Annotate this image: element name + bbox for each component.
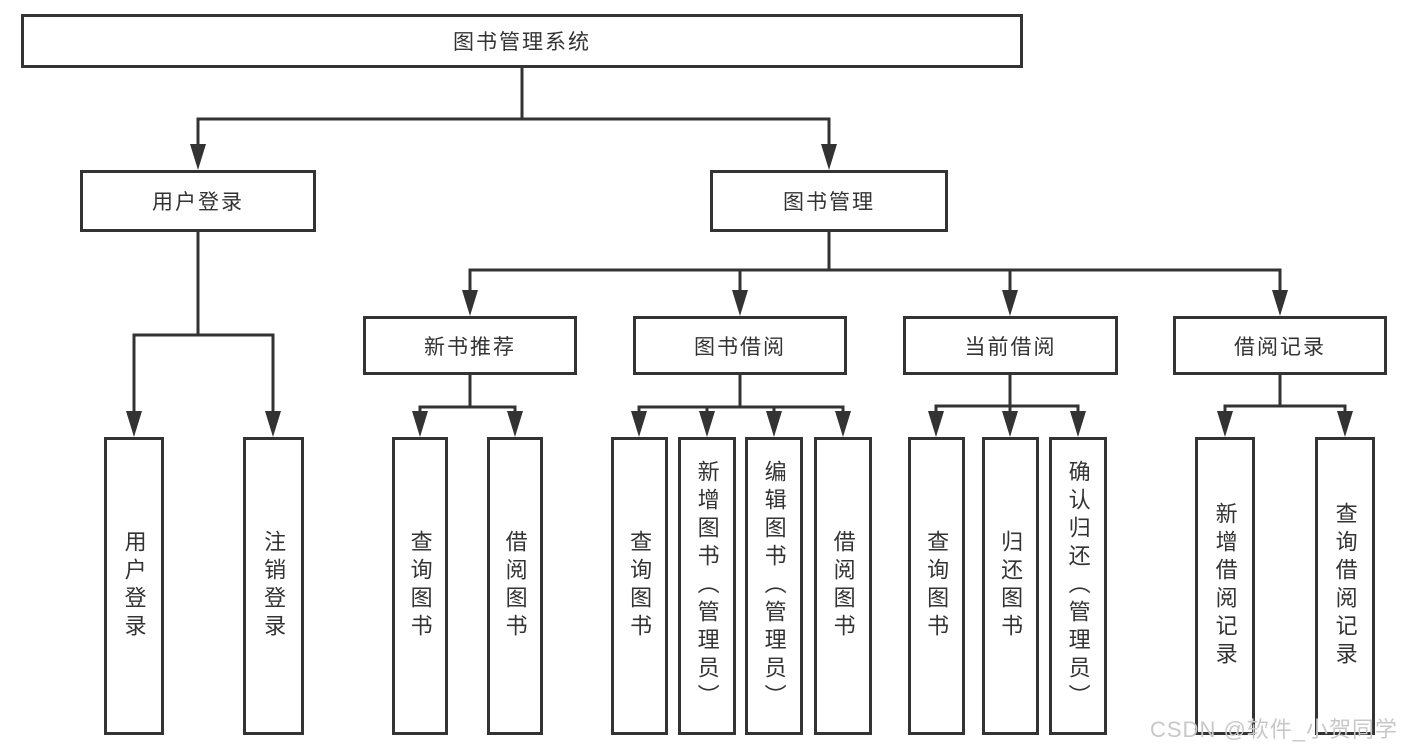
- arrow-down-icon: [631, 411, 647, 437]
- leaf-query-books-recommend: 查询图书: [392, 437, 448, 735]
- node-book-borrow: 图书借阅: [633, 316, 847, 375]
- leaf-return-book: 归还图书: [982, 437, 1039, 735]
- arrow-down-icon: [507, 411, 523, 437]
- connector-arrows: [126, 144, 1353, 437]
- node-user-login: 用户登录: [80, 170, 316, 232]
- arrow-down-icon: [1002, 290, 1018, 316]
- arrow-down-icon: [699, 411, 715, 437]
- leaf-borrow-books-recommend: 借阅图书: [487, 437, 543, 735]
- arrow-down-icon: [462, 290, 478, 316]
- arrow-down-icon: [190, 144, 206, 170]
- arrow-down-icon: [1337, 411, 1353, 437]
- arrow-down-icon: [1070, 411, 1086, 437]
- arrow-down-icon: [1217, 411, 1233, 437]
- node-book-management-system: 图书管理系统: [21, 14, 1023, 68]
- node-borrow-records: 借阅记录: [1173, 316, 1387, 375]
- arrow-down-icon: [265, 411, 281, 437]
- leaf-edit-book-admin: 编辑图书（管理员）: [745, 437, 803, 735]
- leaf-query-books-borrow: 查询图书: [611, 437, 668, 735]
- leaf-user-login: 用户登录: [104, 437, 164, 735]
- csdn-watermark: CSDN @软件_小贺同学: [1150, 717, 1399, 742]
- leaf-logout: 注销登录: [243, 437, 304, 735]
- arrow-down-icon: [126, 411, 142, 437]
- node-book-management: 图书管理: [710, 170, 948, 232]
- leaf-add-book-admin: 新增图书（管理员）: [678, 437, 736, 735]
- arrow-down-icon: [766, 411, 782, 437]
- arrow-down-icon: [821, 144, 837, 170]
- arrow-down-icon: [1002, 411, 1018, 437]
- arrow-down-icon: [1272, 290, 1288, 316]
- leaf-confirm-return-admin: 确认归还（管理员）: [1049, 437, 1107, 735]
- leaf-borrow-books: 借阅图书: [814, 437, 872, 735]
- leaf-query-books-current: 查询图书: [908, 437, 965, 735]
- arrow-down-icon: [412, 411, 428, 437]
- node-current-borrow: 当前借阅: [903, 316, 1118, 375]
- arrow-down-icon: [732, 290, 748, 316]
- connector-edges: [132, 66, 1347, 416]
- arrow-down-icon: [835, 411, 851, 437]
- leaf-query-borrow-record: 查询借阅记录: [1315, 437, 1375, 735]
- node-new-book-recommend: 新书推荐: [363, 316, 577, 375]
- arrow-down-icon: [928, 411, 944, 437]
- leaf-add-borrow-record: 新增借阅记录: [1195, 437, 1255, 735]
